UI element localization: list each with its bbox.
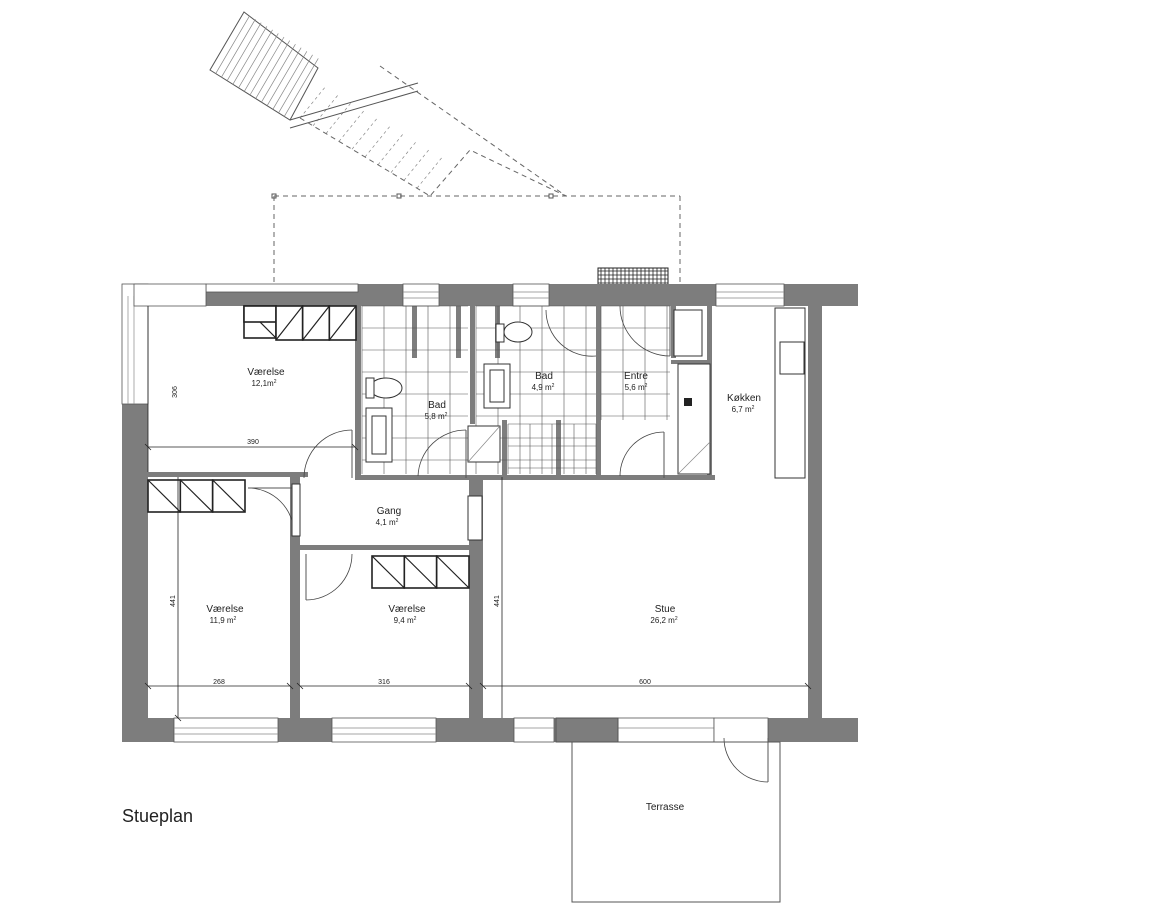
room-label: Stue 26,2 m2 — [650, 604, 677, 625]
room-label: Værelse 12,1m2 — [247, 367, 285, 388]
room-area: 9,4 m2 — [394, 616, 417, 625]
room-label: Entre 5,6 m2 — [624, 371, 648, 392]
dim-width-left: 268 — [213, 679, 225, 686]
room-area: 6,7 m2 — [732, 405, 755, 414]
room-label: Køkken 6,7 m2 — [727, 393, 761, 414]
room-label: Bad 4,9 m2 — [532, 371, 555, 392]
room-name: Bad — [428, 400, 446, 411]
room-name: Entre — [624, 371, 648, 382]
room-name: Værelse — [247, 367, 285, 378]
room-area: 26,2 m2 — [650, 616, 677, 625]
room-name: Bad — [535, 371, 553, 382]
dim-width-stue: 600 — [639, 679, 651, 686]
room-label: Terrasse — [646, 802, 685, 813]
terrace — [555, 717, 781, 903]
room-area: 5,8 m2 — [425, 412, 448, 421]
dim-width-mid: 316 — [378, 679, 390, 686]
room-label: Værelse 9,4 m2 — [388, 604, 426, 625]
exterior-staircase — [209, 11, 567, 197]
windows — [121, 283, 785, 743]
room-name: Terrasse — [646, 802, 685, 813]
plan-title: Stueplan — [122, 806, 193, 826]
dimension-lines — [144, 306, 812, 722]
room-label: Værelse 11,9 m2 — [206, 604, 244, 625]
dim-lower-height-left: 441 — [170, 595, 177, 607]
room-name: Gang — [377, 506, 401, 517]
walls — [122, 284, 858, 742]
room-area: 4,9 m2 — [532, 383, 555, 392]
room-name: Stue — [655, 604, 676, 615]
dim-lower-height-right: 441 — [494, 595, 501, 607]
room-label: Bad 5,8 m2 — [425, 400, 448, 421]
room-area: 11,9 m2 — [210, 616, 237, 625]
wardrobes — [147, 305, 470, 589]
dim-top-room-height: 306 — [172, 386, 179, 398]
room-area: 4,1 m2 — [376, 518, 399, 527]
dim-top-room-width: 390 — [247, 439, 259, 446]
doors — [247, 305, 769, 783]
room-label: Gang 4,1 m2 — [376, 506, 402, 527]
room-name: Køkken — [727, 393, 761, 404]
door-mat-grid — [597, 267, 669, 287]
room-name: Værelse — [206, 604, 244, 615]
fixtures — [365, 307, 806, 479]
room-area: 5,6 m2 — [625, 383, 648, 392]
canopy-outline — [271, 193, 681, 284]
room-name: Værelse — [388, 604, 426, 615]
room-area: 12,1m2 — [251, 379, 276, 388]
